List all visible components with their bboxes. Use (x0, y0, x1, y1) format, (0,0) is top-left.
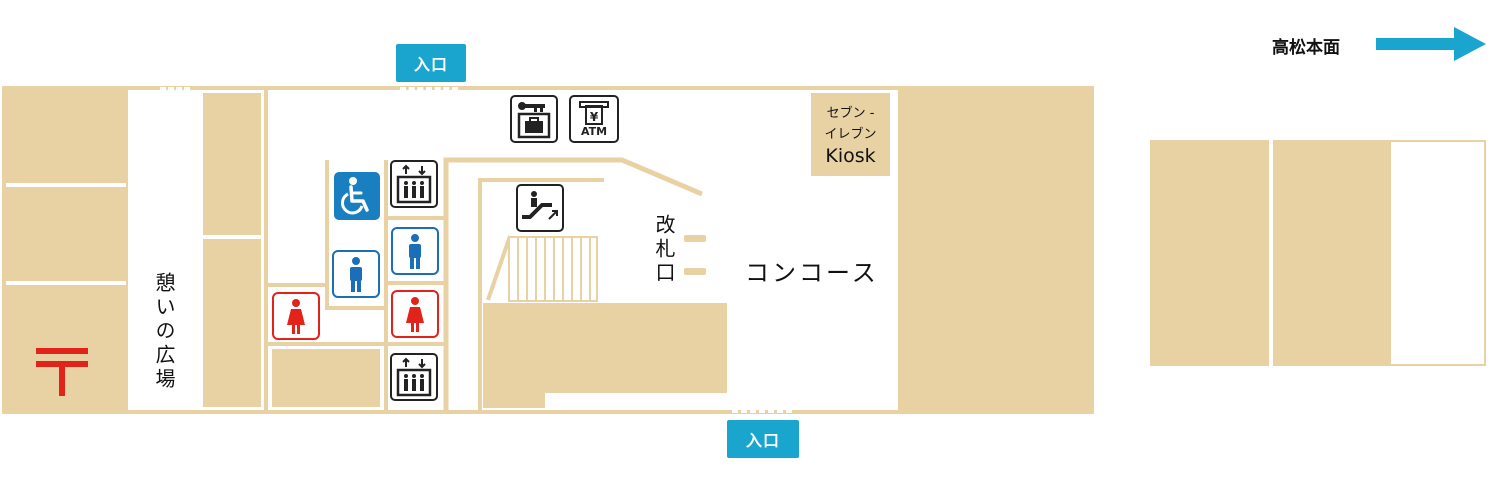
seven-eleven-kiosk[interactable]: セブン - イレブン Kiosk (811, 93, 890, 176)
post-office-icon (36, 348, 88, 396)
wall-horizontal-3 (329, 306, 385, 310)
left-section-divider-bottom (6, 281, 126, 285)
wall-horizontal-2 (268, 342, 444, 346)
plaza-column-upper (203, 93, 261, 235)
plaza-area (128, 90, 200, 410)
elevator-icon-lower (390, 353, 438, 401)
platform-access-block (483, 303, 727, 393)
shop-name-line3: Kiosk (825, 145, 876, 167)
ticket-gate-marker-2 (684, 268, 706, 275)
wall-restroom-left (325, 160, 329, 310)
concourse-wall-lines (443, 157, 703, 412)
atm-label: ATM (580, 125, 608, 138)
mens-restroom-icon-1 (332, 250, 380, 298)
concourse-label: コンコース (745, 259, 879, 287)
wall-vertical-1 (264, 90, 268, 410)
womens-restroom-icon-1 (272, 292, 320, 340)
plaza-label: 憩いの広場 (152, 272, 176, 392)
womens-restroom-icon-2 (391, 290, 439, 338)
coin-locker-icon (510, 95, 558, 143)
annex-divider (1269, 140, 1273, 366)
wall-horizontal-4 (388, 216, 444, 220)
left-section-divider-top (6, 183, 126, 187)
plaza-opening (160, 87, 190, 90)
wall-horizontal-5 (388, 281, 444, 285)
top-entrance-opening (400, 87, 458, 90)
direction-arrow-icon (1376, 27, 1486, 61)
direction-label: 高松本面 (1272, 38, 1340, 58)
ticket-gate-marker-1 (684, 235, 706, 242)
plaza-column-lower (203, 239, 261, 407)
escalator-icon (516, 184, 564, 232)
atm-icon: ¥ ATM (569, 95, 619, 143)
wheelchair-icon (334, 172, 380, 220)
top-entrance: 入口 (396, 44, 466, 82)
mens-restroom-icon-2 (391, 227, 439, 275)
wall-horizontal-1 (268, 283, 326, 287)
storage-block (272, 349, 380, 407)
shop-name-line1: セブン - (826, 106, 875, 121)
platform-access-block-lower (483, 390, 545, 408)
annex-open-room (1391, 142, 1484, 364)
bottom-entrance-opening (732, 410, 792, 413)
stairs (508, 236, 598, 302)
atm-yen: ¥ (590, 110, 599, 124)
elevator-icon-upper (390, 160, 438, 208)
wall-restroom-mid (384, 160, 388, 410)
ticket-gate-label: 改札口 (652, 214, 676, 286)
shop-name-line2: イレブン (824, 127, 877, 142)
bottom-entrance: 入口 (727, 420, 799, 458)
